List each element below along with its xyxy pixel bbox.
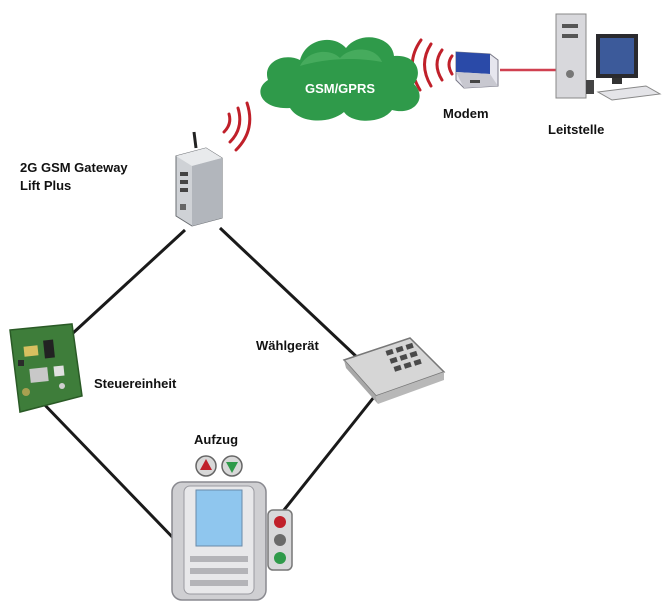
wire-steuereinheit-to-aufzug <box>38 398 182 547</box>
cloud-icon: GSM/GPRS <box>260 37 420 121</box>
dialer-icon <box>342 337 446 404</box>
wires <box>38 226 380 547</box>
aufzug-label: Aufzug <box>194 432 239 447</box>
signal-waves-icon <box>222 101 252 152</box>
computer-icon <box>555 13 662 101</box>
elevator-icon <box>171 455 267 601</box>
wire-gateway-to-steuereinheit <box>58 228 187 347</box>
leitstelle-label: Leitstelle <box>548 122 605 137</box>
cloud-label: GSM/GPRS <box>305 81 375 96</box>
waehlgeraet-label: Wählgerät <box>256 338 319 353</box>
steuereinheit-label: Steuereinheit <box>94 376 177 391</box>
wire-waehlgeraet-to-aufzug <box>278 391 380 516</box>
modem-icon <box>455 51 499 89</box>
circuit-board-icon <box>9 323 83 413</box>
gateway-label-line1: 2G GSM Gateway <box>20 160 128 175</box>
gateway-label-line2: Lift Plus <box>20 178 72 193</box>
wire-gateway-to-waehlgeraet <box>218 226 362 362</box>
gateway-icon <box>175 131 223 227</box>
signal-waves-icon <box>410 38 454 92</box>
traffic-light-icon <box>267 509 293 571</box>
modem-label: Modem <box>443 106 489 121</box>
